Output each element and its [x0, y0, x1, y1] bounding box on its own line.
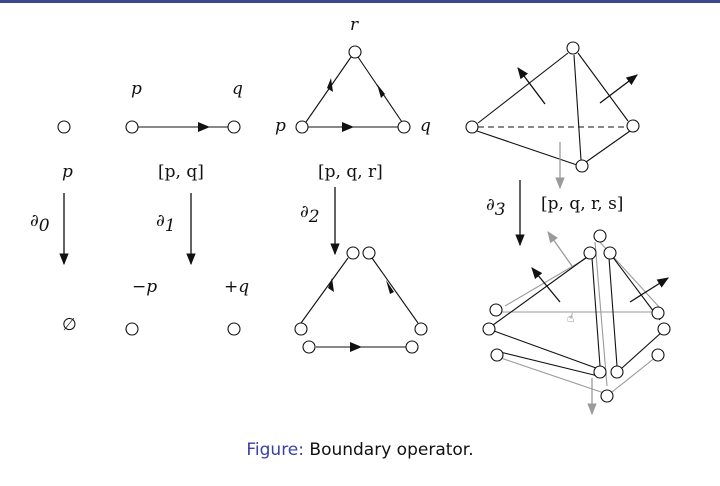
- vertex-b: [583, 246, 597, 260]
- figure-caption: Figure: Boundary operator.: [0, 440, 720, 460]
- vertex-q: [227, 120, 241, 134]
- boundary-operator-diagram: p ∂0 ∅ p q [p, q] ∂1 −p +q r p q: [30, 15, 671, 416]
- vertex-r: [566, 41, 580, 55]
- boundary-edge-rq-arrow: [386, 280, 394, 294]
- three-simplex: [465, 41, 640, 190]
- vertex-c: [603, 246, 617, 260]
- boundary-1-label: ∂1: [156, 211, 176, 236]
- vertex-minus-p: [125, 322, 139, 336]
- empty-set-label: ∅: [62, 315, 77, 335]
- vertex-e: [482, 322, 496, 336]
- faint-edge-4: [611, 356, 657, 393]
- edge-pq-direction-arrow: [342, 122, 354, 132]
- boundary-3-label: ∂3: [486, 195, 506, 220]
- boundary-0-label: ∂0: [30, 211, 50, 236]
- simplex-3-label: [p, q, r, s]: [541, 194, 623, 214]
- vertex-r2: [362, 246, 376, 260]
- vertex-label-p: p: [131, 79, 142, 99]
- face-edge-4: [608, 257, 618, 367]
- vertex-i: [651, 348, 665, 362]
- faint-orientation-arrow-up: [547, 231, 573, 267]
- orientation-arrow-right: [599, 74, 638, 104]
- edge-pq-direction-arrow: [198, 122, 210, 132]
- faint-edge-1: [504, 255, 591, 307]
- boundary-edge-pq-arrow: [350, 342, 362, 352]
- edge-qr-direction-arrow: [377, 84, 385, 98]
- vertex-p: [465, 120, 479, 134]
- vertex-a: [593, 229, 607, 243]
- edge-front-q: [585, 130, 631, 163]
- simplex-2-label: [p, q, r]: [318, 162, 383, 182]
- vertex-g: [657, 322, 671, 336]
- vertex-p: [57, 120, 71, 134]
- face-edge-5: [611, 255, 661, 321]
- vertex-h: [490, 348, 504, 362]
- two-simplex: r p q: [275, 15, 431, 136]
- face-orientation-arrow-left: [531, 267, 561, 303]
- vertex-q2: [405, 340, 419, 354]
- zero-simplex: [57, 120, 71, 134]
- vertex-r1: [346, 246, 360, 260]
- vertex-label-r: r: [350, 15, 359, 35]
- face-orientation-arrow-right: [629, 277, 669, 303]
- vertex-label-p: p: [275, 116, 286, 136]
- faint-edge-3: [497, 356, 605, 394]
- vertex-r: [348, 45, 362, 59]
- edge-top-front: [573, 54, 582, 161]
- face-edge-6: [621, 331, 663, 369]
- boundary-edge-rq: [371, 257, 419, 324]
- caption-text: Boundary operator.: [309, 440, 474, 460]
- vertex-l: [600, 389, 614, 403]
- edge-p-top: [477, 52, 569, 124]
- vertex-p2: [302, 340, 316, 354]
- edge-top-q: [577, 52, 629, 122]
- orientation-arrow-left: [517, 67, 546, 105]
- face-edge-1: [492, 256, 588, 326]
- vertex-label-q: q: [232, 79, 243, 99]
- face-edge-7: [499, 351, 599, 377]
- vertex-s: [575, 159, 589, 173]
- vertex-p: [125, 120, 139, 134]
- edge-rp-direction-arrow: [327, 78, 333, 92]
- caption-label: Figure:: [246, 440, 304, 460]
- vertex-p: [295, 120, 309, 134]
- two-simplex-boundary: [294, 246, 428, 354]
- three-simplex-boundary: ☝: [482, 229, 671, 416]
- edge-p-front: [476, 130, 578, 166]
- faint-edge-6: [594, 241, 608, 387]
- boundary-edge-pr: [300, 257, 349, 324]
- face-edge-3: [591, 257, 601, 367]
- vertex-d: [489, 303, 503, 317]
- vertex-j: [593, 365, 607, 379]
- simplex-0-label: p: [62, 162, 73, 182]
- vertex-plus-q: [227, 322, 241, 336]
- vertex-label-q: q: [420, 116, 431, 136]
- face-edge-2: [493, 330, 597, 369]
- minus-p-label: −p: [132, 277, 157, 297]
- vertex-k: [610, 365, 624, 379]
- hand-cursor-icon: ☝: [567, 311, 574, 325]
- slide-top-rule: [0, 0, 720, 3]
- edge-rp: [305, 56, 352, 123]
- vertex-q: [626, 119, 640, 133]
- vertex-q: [397, 120, 411, 134]
- vertex-q1: [414, 322, 428, 336]
- vertex-p1: [294, 322, 308, 336]
- simplex-1-label: [p, q]: [158, 162, 204, 182]
- plus-q-label: +q: [224, 277, 249, 297]
- one-simplex: p q: [125, 79, 243, 134]
- boundary-edge-pr-arrow: [328, 278, 334, 292]
- vertex-f: [651, 306, 665, 320]
- boundary-2-label: ∂2: [300, 202, 320, 227]
